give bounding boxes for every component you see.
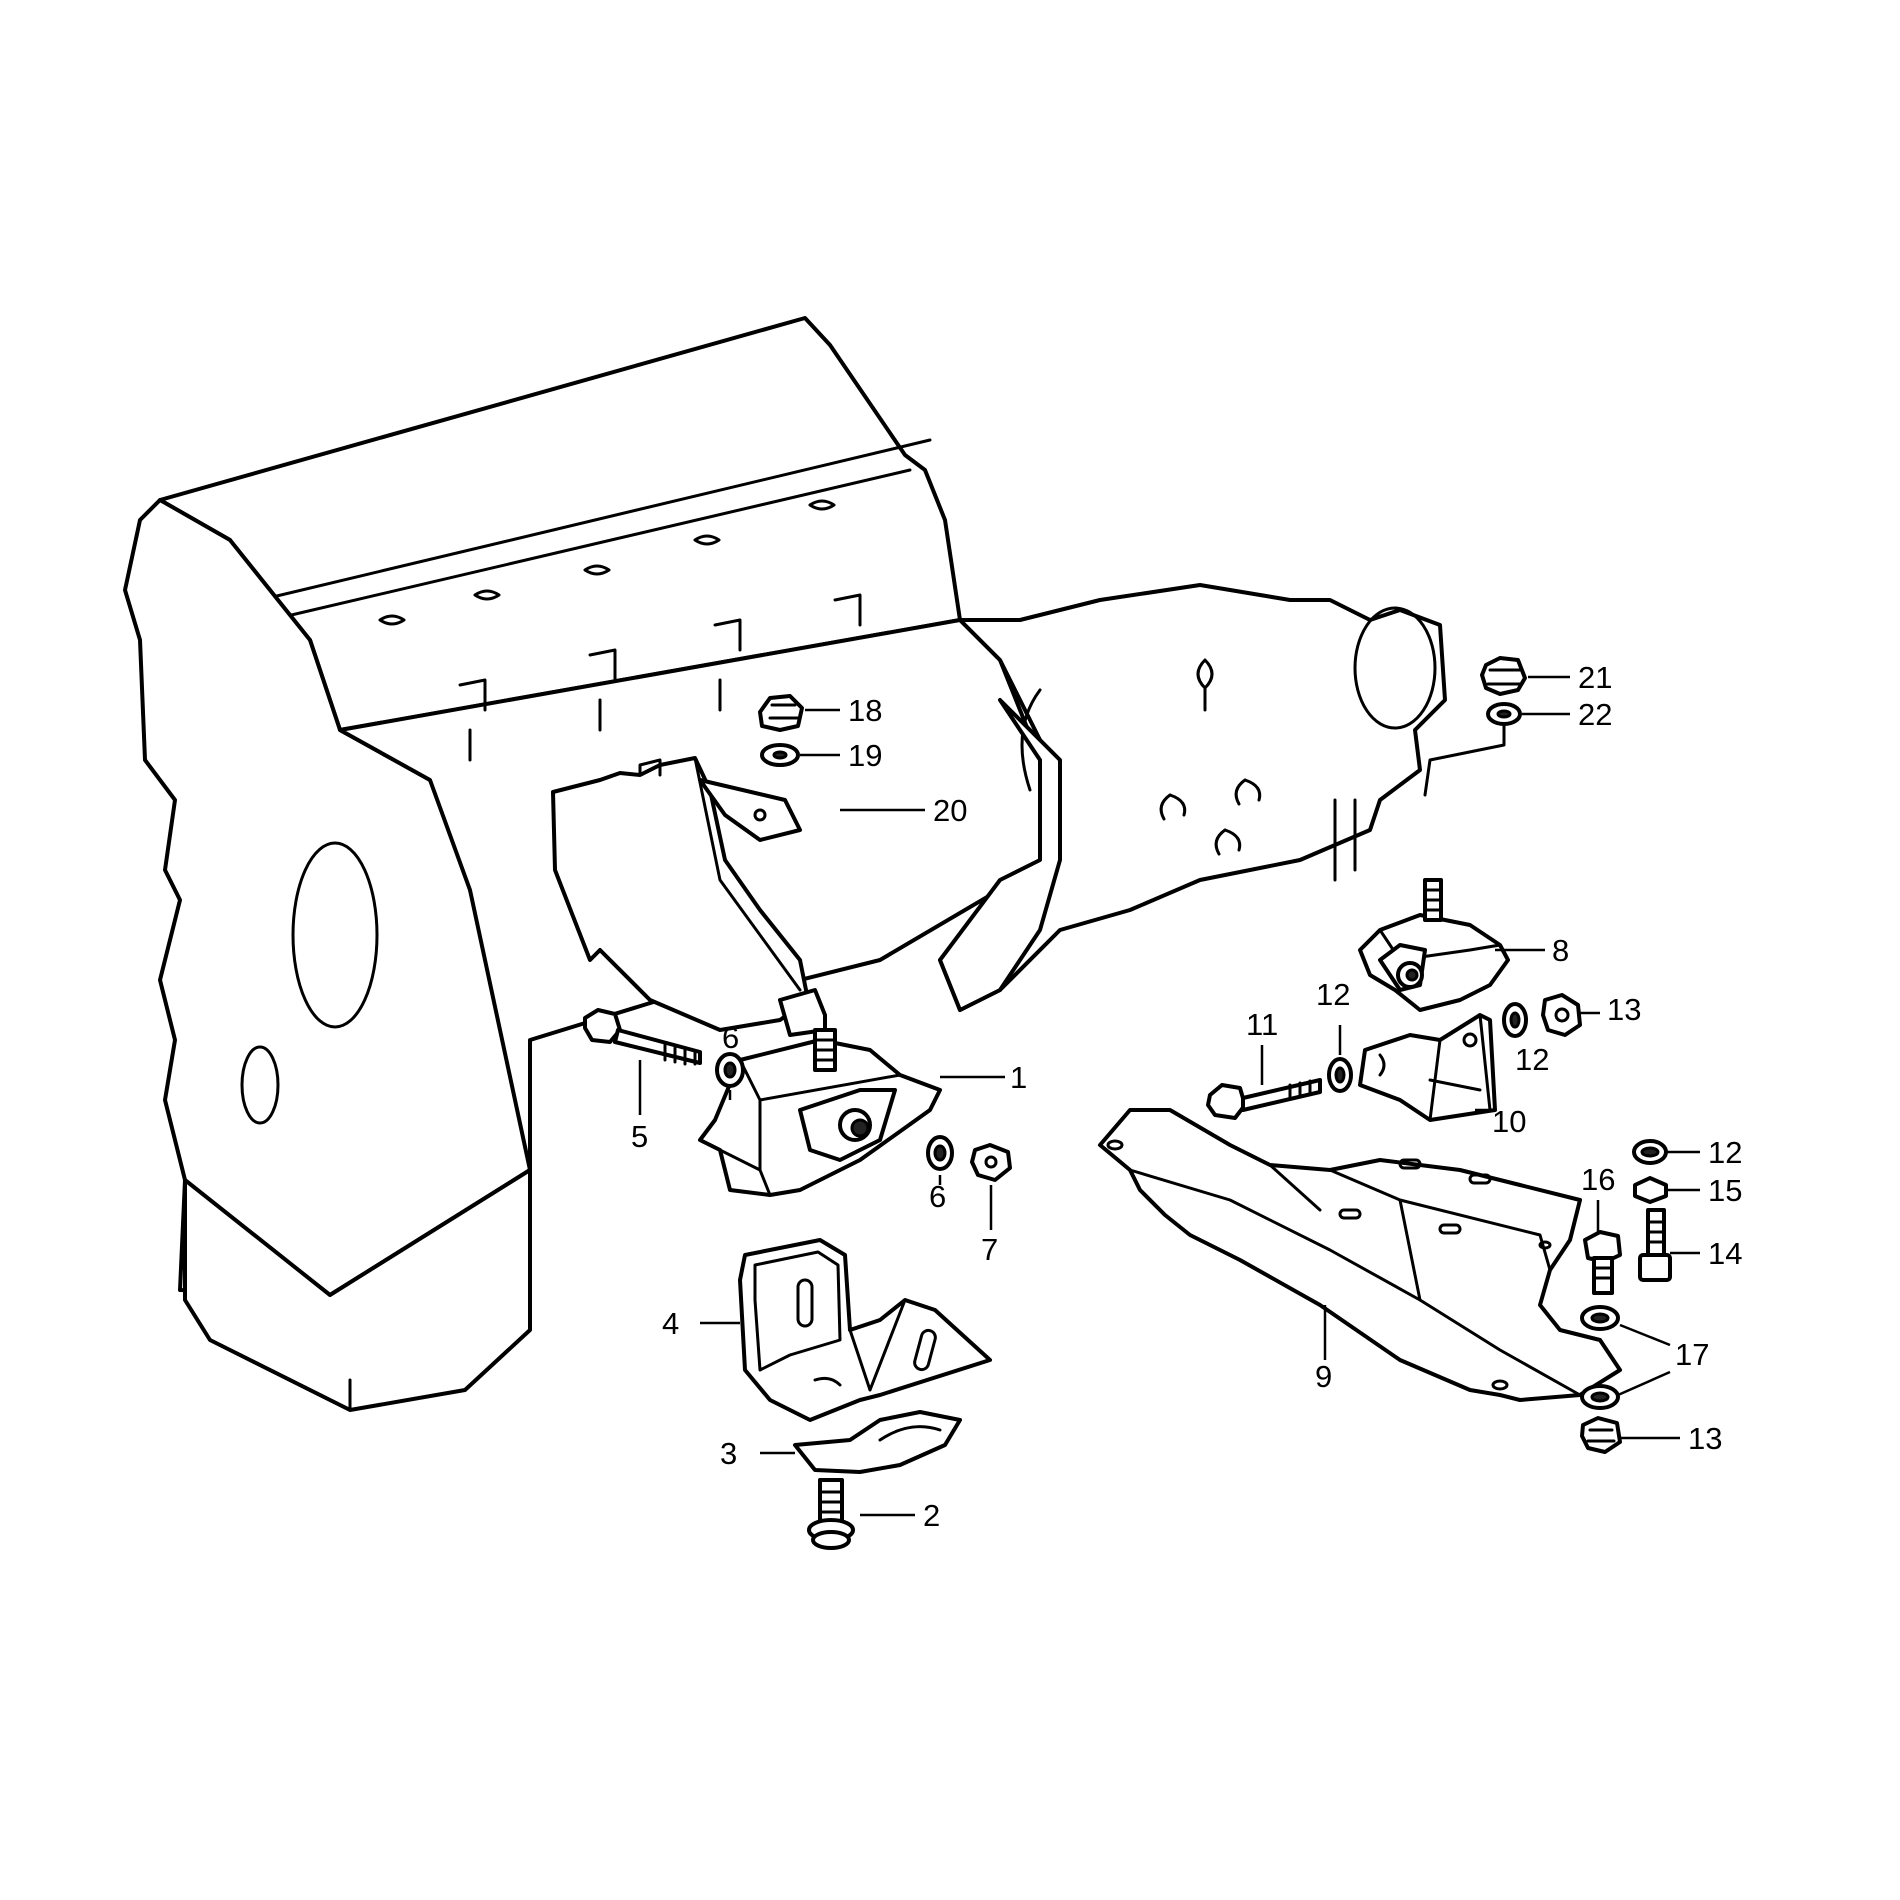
callout-label-9: 9 bbox=[1315, 1359, 1332, 1394]
bolt-part-11 bbox=[1206, 1078, 1322, 1120]
washer-part-17-lower bbox=[1580, 1384, 1620, 1410]
bolt-part-5 bbox=[583, 1008, 702, 1066]
callout-label-8: 8 bbox=[1552, 933, 1569, 968]
callout-label-18: 18 bbox=[848, 693, 882, 728]
mount-bracket-part-10 bbox=[1358, 1013, 1497, 1122]
engine-bracket-part-20 bbox=[551, 756, 827, 1037]
washer-part-19 bbox=[760, 743, 800, 767]
callout-label-7: 7 bbox=[981, 1232, 998, 1267]
washer-part-6-upper bbox=[715, 1052, 745, 1088]
washer-part-12-upper bbox=[1502, 1002, 1528, 1038]
callout-label-12-right: 12 bbox=[1708, 1135, 1742, 1170]
callout-label-5: 5 bbox=[631, 1119, 648, 1154]
callout-label-2: 2 bbox=[923, 1498, 940, 1533]
nut-part-13-upper bbox=[1541, 993, 1582, 1037]
callout-labels: 1 2 3 4 5 6 6 7 8 9 10 11 12 12 12 13 13… bbox=[631, 660, 1742, 1533]
nut-part-21 bbox=[1480, 656, 1527, 696]
callout-label-16: 16 bbox=[1581, 1162, 1615, 1197]
callout-leader-lines bbox=[638, 675, 1700, 1517]
nut-part-13-lower bbox=[1580, 1416, 1622, 1454]
callout-label-17: 17 bbox=[1675, 1337, 1709, 1372]
washer-part-22 bbox=[1486, 702, 1522, 726]
nut-part-15 bbox=[1633, 1176, 1668, 1204]
callout-label-19: 19 bbox=[848, 738, 882, 773]
callout-label-10: 10 bbox=[1492, 1104, 1526, 1139]
washer-part-17-upper bbox=[1580, 1305, 1620, 1331]
bolt-part-16 bbox=[1583, 1230, 1622, 1295]
nut-21-22-connector-line bbox=[1423, 723, 1506, 797]
washer-part-12-right bbox=[1632, 1139, 1668, 1165]
callout-label-21: 21 bbox=[1578, 660, 1612, 695]
callout-label-12-left: 12 bbox=[1316, 977, 1350, 1012]
washer-part-6-lower bbox=[926, 1135, 954, 1171]
callout-label-1: 1 bbox=[1010, 1060, 1027, 1095]
callout-label-13-lower: 13 bbox=[1688, 1421, 1722, 1456]
bolt-part-2 bbox=[807, 1478, 855, 1550]
callout-label-11: 11 bbox=[1246, 1007, 1278, 1042]
shim-plate-part-3 bbox=[793, 1410, 962, 1474]
callout-label-14: 14 bbox=[1708, 1236, 1742, 1271]
callout-label-15: 15 bbox=[1708, 1173, 1742, 1208]
callout-label-13-upper: 13 bbox=[1607, 992, 1641, 1027]
callout-label-20: 20 bbox=[933, 793, 967, 828]
nut-part-18 bbox=[758, 694, 804, 732]
callout-label-22: 22 bbox=[1578, 697, 1612, 732]
callout-label-6-upper: 6 bbox=[722, 1020, 739, 1055]
callout-label-6-lower: 6 bbox=[929, 1179, 946, 1214]
bolt-part-14 bbox=[1638, 1208, 1672, 1282]
callout-label-4: 4 bbox=[662, 1306, 679, 1341]
transmission-mount-part-8 bbox=[1358, 878, 1510, 1012]
engine-mount-part-1 bbox=[698, 1028, 942, 1197]
mount-bracket-part-4 bbox=[738, 1238, 992, 1422]
crossmember-part-9 bbox=[1098, 1108, 1622, 1402]
washer-part-12-lower-left bbox=[1327, 1057, 1353, 1093]
nut-part-7 bbox=[970, 1143, 1012, 1182]
callout-label-12-middle: 12 bbox=[1515, 1042, 1549, 1077]
callout-label-3: 3 bbox=[720, 1436, 737, 1471]
